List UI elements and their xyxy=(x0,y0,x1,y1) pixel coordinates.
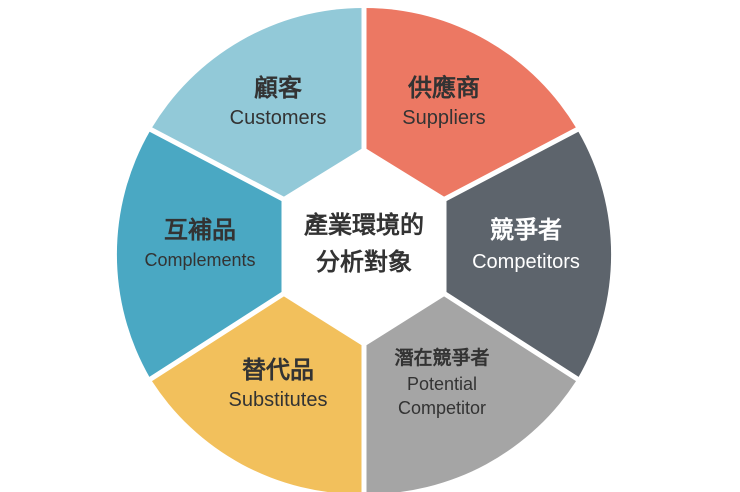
competitors-label-zh: 競爭者 xyxy=(490,216,562,244)
customers-label-en: Customers xyxy=(230,107,327,129)
potential-competitor-label-en-line1: Potential xyxy=(407,374,477,394)
segment-customers xyxy=(150,7,364,199)
suppliers-label-zh: 供應商 xyxy=(407,74,480,102)
customers-label-zh: 顧客 xyxy=(254,74,303,102)
segment-complements xyxy=(116,131,283,378)
complements-label-zh: 互補品 xyxy=(164,216,236,244)
potential-competitor-label-zh: 潛在競爭者 xyxy=(394,346,489,369)
potential-competitor-label-en-line2: Competitor xyxy=(398,398,486,418)
center-title-line2: 分析對象 xyxy=(316,248,412,276)
center-hexagon xyxy=(281,147,447,347)
substitutes-label-zh: 替代品 xyxy=(242,356,314,384)
competitors-label-en: Competitors xyxy=(472,251,580,273)
complements-label-en: Complements xyxy=(144,250,255,270)
segment-suppliers xyxy=(364,7,578,199)
segment-substitutes xyxy=(150,294,364,492)
segment-dividers xyxy=(143,1,585,492)
substitutes-label-en: Substitutes xyxy=(229,389,328,411)
center-title-line1: 產業環境的 xyxy=(304,211,424,239)
suppliers-label-en: Suppliers xyxy=(402,107,485,129)
segment-competitors xyxy=(445,131,612,378)
segment-potential-competitor xyxy=(364,294,578,492)
